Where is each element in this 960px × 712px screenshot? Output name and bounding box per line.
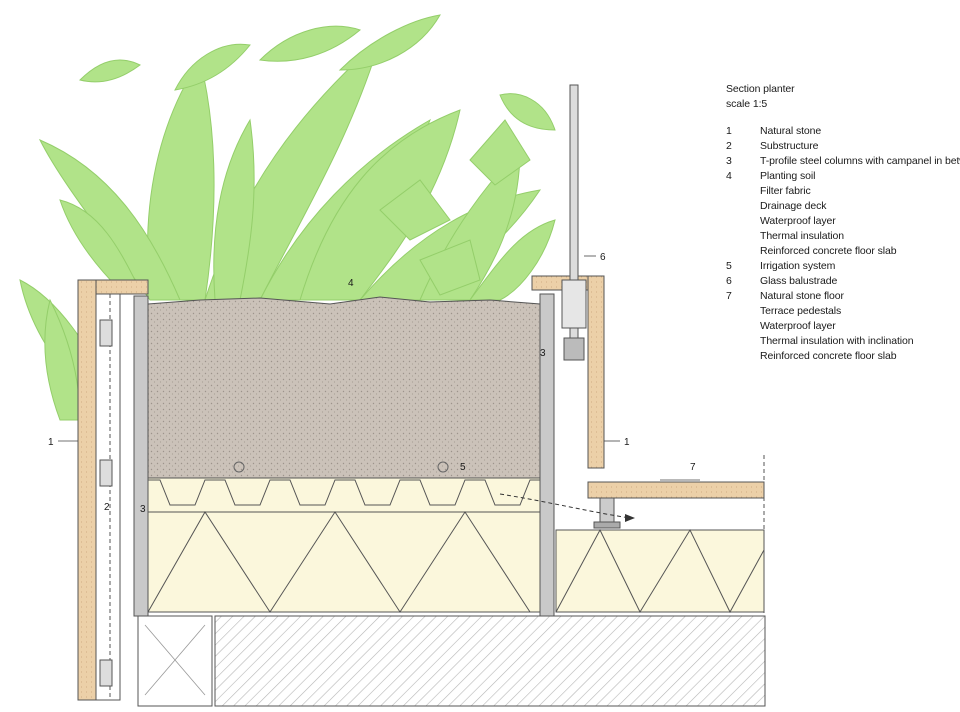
legend-item-text: Filter fabric [760, 185, 811, 197]
left-steel-column [133, 295, 149, 617]
legend-item: Drainage deck [726, 199, 956, 214]
legend-item-number: 2 [726, 140, 732, 152]
legend-item: 6 Glass balustrade [726, 274, 956, 289]
callout-2: 2 [104, 502, 110, 513]
legend-item-text: Glass balustrade [760, 275, 838, 287]
irrigation-pipe-right [437, 461, 449, 473]
legend-item: Filter fabric [726, 184, 956, 199]
legend-item-number [726, 319, 760, 334]
legend-item: 5 Irrigation system [726, 259, 956, 274]
left-substructure [95, 293, 121, 701]
legend-item: 3 T-profile steel columns with campanel i… [726, 154, 960, 169]
legend-item: 7 Natural stone floor [726, 289, 956, 304]
legend-item-number [726, 334, 760, 349]
callout-3-right: 3 [540, 348, 546, 359]
legend-item-text: Drainage deck [760, 200, 827, 212]
thermal-insulation [147, 511, 541, 613]
legend-item-number: 3 [726, 155, 732, 167]
legend-item-text: Substructure [760, 140, 819, 152]
drainage-deck [147, 477, 541, 513]
legend-item: Thermal insulation with inclination [726, 334, 956, 349]
legend-item-number [726, 349, 760, 364]
legend-item-text: Reinforced concrete floor slab [760, 245, 897, 257]
legend-item-number [726, 214, 760, 229]
legend-item-number [726, 184, 760, 199]
legend-item-number: 7 [726, 290, 732, 302]
legend-scale: scale 1:5 [726, 98, 768, 110]
legend-item-text: Terrace pedestals [760, 305, 842, 317]
legend-item: Thermal insulation [726, 229, 956, 244]
legend-item-number [726, 229, 760, 244]
terrace-floor [555, 455, 765, 616]
callout-3-left: 3 [140, 504, 146, 515]
planting-soil [147, 296, 541, 479]
legend-item-text: Natural stone floor [760, 290, 844, 302]
legend-title: Section planter [726, 83, 795, 95]
legend-item-number: 5 [726, 260, 732, 272]
callout-leaders [58, 255, 700, 481]
legend-item: 4 Planting soil [726, 169, 956, 184]
legend-item-text: Natural stone [760, 125, 822, 137]
glass-balustrade [561, 84, 587, 361]
callout-7: 7 [690, 462, 696, 473]
legend-item-number [726, 244, 760, 259]
legend-item: 2 Substructure [726, 139, 956, 154]
legend-item: Waterproof layer [726, 319, 956, 334]
irrigation-pipe-left [233, 461, 245, 473]
legend-item-number: 1 [726, 125, 732, 137]
callout-4: 4 [348, 278, 354, 289]
concrete-slab [214, 615, 766, 707]
legend-item: 1 Natural stone [726, 124, 956, 139]
callout-1-right: 1 [624, 437, 630, 448]
legend-item-text: Irrigation system [760, 260, 836, 272]
legend-item: Reinforced concrete floor slab [726, 244, 956, 259]
callout-1-left: 1 [48, 437, 54, 448]
legend-item: Reinforced concrete floor slab [726, 349, 956, 364]
legend-item-text: Thermal insulation with inclination [760, 335, 914, 347]
legend-item-text: Waterproof layer [760, 215, 836, 227]
callout-5: 5 [460, 462, 466, 473]
legend-item-number [726, 199, 760, 214]
legend-item-text: T-profile steel columns with campanel in… [760, 155, 960, 167]
legend-item-number: 4 [726, 170, 732, 182]
legend-item-text: Thermal insulation [760, 230, 844, 242]
legend-item: Waterproof layer [726, 214, 956, 229]
legend-item-number: 6 [726, 275, 732, 287]
right-steel-column [539, 293, 555, 617]
callout-6: 6 [600, 252, 606, 263]
legend-item-text: Reinforced concrete floor slab [760, 350, 897, 362]
legend-item: Terrace pedestals [726, 304, 956, 319]
legend-item-number [726, 304, 760, 319]
legend-item-text: Planting soil [760, 170, 816, 182]
legend-list: 1 Natural stone 2 Substructure 3 T-profile st… [726, 124, 960, 364]
legend-item-text: Waterproof layer [760, 320, 836, 332]
